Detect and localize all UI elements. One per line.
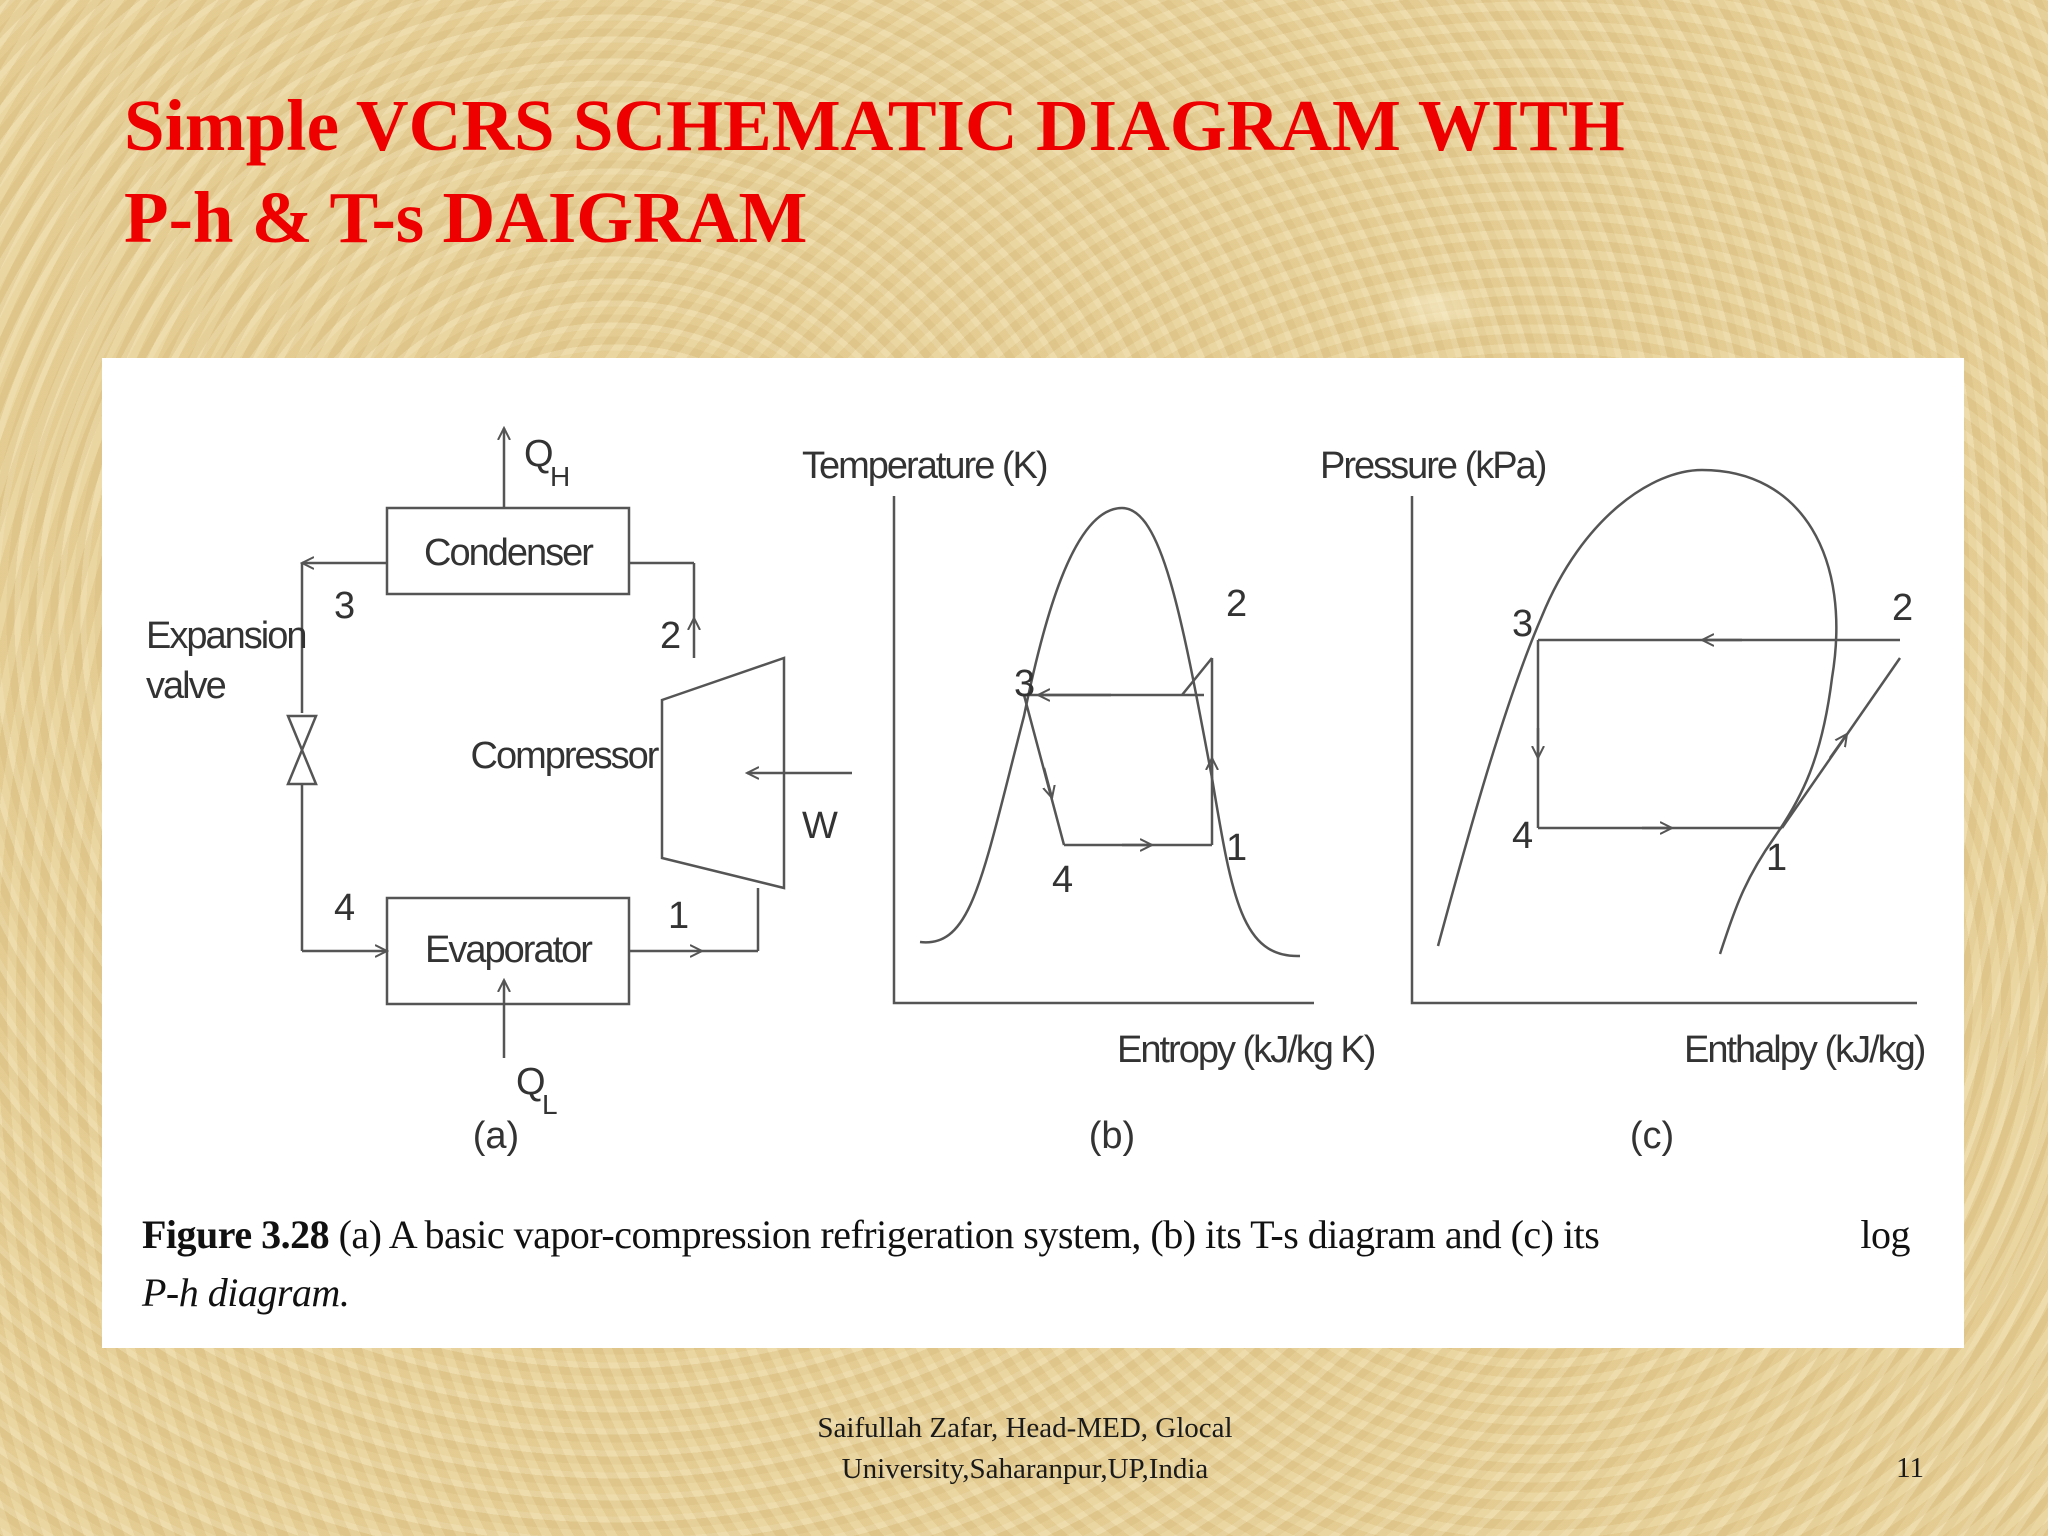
expansion-valve (286, 714, 318, 786)
slide-footer: Saifullah Zafar, Head-MED, Glocal Univer… (760, 1408, 1290, 1490)
ts-saturation-dome (919, 506, 1301, 958)
schematic-labels: Q H Condenser Evaporator Compressor Expa… (146, 433, 838, 1157)
w-label: W (802, 805, 838, 847)
ts-ylabel: Temperature (K) (802, 445, 1047, 487)
ph-xlabel: Enthalpy (kJ/kg) (1684, 1029, 1925, 1071)
title-line-2: P-h & T-s DAIGRAM (124, 177, 808, 258)
figure-image: Q H Condenser Evaporator Compressor Expa… (102, 358, 1964, 1348)
caption-line-2: P-h diagram. (142, 1270, 350, 1315)
caption-figure-number: Figure 3.28 (142, 1212, 330, 1257)
schematic-diagram (286, 428, 852, 1058)
ph-point-2: 2 (1892, 587, 1913, 629)
ph-ylabel: Pressure (kPa) (1320, 445, 1546, 487)
footer-line-2: University,Saharanpur,UP,India (841, 1453, 1209, 1485)
ph-diagram (1410, 468, 1917, 1005)
page-number: 11 (1896, 1452, 1924, 1484)
ph-labels: Pressure (kPa) Enthalpy (kJ/kg) 1 2 3 4 … (1320, 445, 1927, 1157)
schematic-point-3: 3 (334, 585, 355, 627)
caption-text: (a) A basic vapor-compression refrigerat… (338, 1212, 1600, 1257)
caption-line-1: Figure 3.28 (a) A basic vapor-compressio… (142, 1206, 1932, 1264)
panel-label-b: (b) (1089, 1115, 1135, 1157)
ql-label: Q (516, 1061, 546, 1103)
ph-saturation-dome (1436, 468, 1838, 955)
panel-label-a: (a) (473, 1115, 519, 1157)
schematic-point-1: 1 (668, 895, 689, 937)
ql-subscript: L (542, 1089, 558, 1120)
slide-title: Simple VCRS SCHEMATIC DIAGRAM WITH P-h &… (124, 80, 1944, 264)
schematic-point-4: 4 (334, 887, 355, 929)
vcrs-figure: Q H Condenser Evaporator Compressor Expa… (146, 358, 1927, 1157)
ts-axes (892, 496, 1314, 1005)
condenser-label: Condenser (424, 532, 594, 574)
ts-xlabel: Entropy (kJ/kg K) (1117, 1029, 1375, 1071)
ph-point-3: 3 (1512, 603, 1533, 645)
footer-line-1: Saifullah Zafar, Head-MED, Glocal (817, 1412, 1233, 1444)
ph-point-1: 1 (1766, 837, 1787, 879)
ts-point-3: 3 (1014, 663, 1035, 705)
schematic-point-2: 2 (660, 615, 681, 657)
ts-point-2: 2 (1226, 583, 1247, 625)
caption-log-word: log (1860, 1212, 1910, 1257)
panel-label-c: (c) (1630, 1115, 1674, 1157)
evaporator-label: Evaporator (425, 929, 593, 971)
compressor-label: Compressor (471, 735, 660, 777)
ts-point-1: 1 (1226, 827, 1247, 869)
valve-label: valve (146, 665, 226, 707)
condenser-box (385, 506, 631, 596)
ph-point-4: 4 (1512, 815, 1533, 857)
ts-labels: Temperature (K) Entropy (kJ/kg K) 1 2 3 … (802, 445, 1377, 1157)
title-line-1: Simple VCRS SCHEMATIC DIAGRAM WITH (124, 85, 1625, 166)
ts-point-4: 4 (1052, 859, 1073, 901)
figure-caption: Figure 3.28 (a) A basic vapor-compressio… (142, 1206, 1932, 1322)
compressor-body (660, 656, 786, 890)
qh-subscript: H (550, 461, 570, 492)
ts-diagram (892, 496, 1314, 1005)
qh-label: Q (524, 433, 554, 475)
expansion-label: Expansion (146, 615, 305, 657)
ph-axes (1410, 496, 1917, 1005)
